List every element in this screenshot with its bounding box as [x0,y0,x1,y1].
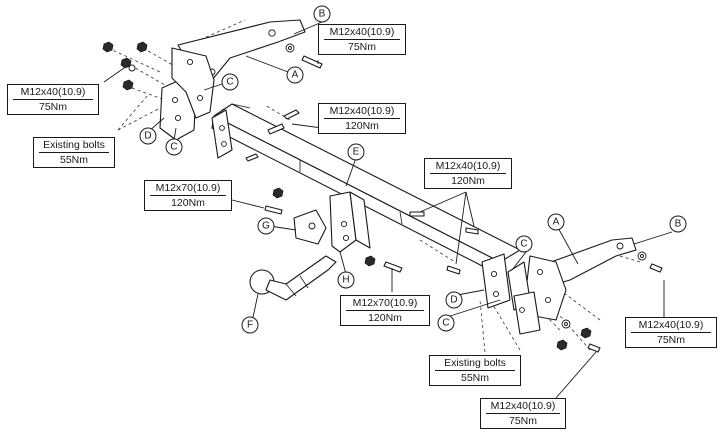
callout-label: C [520,239,527,250]
spec-bottom-bolt: M12x40(10.9) 75Nm [480,398,566,429]
torque: 75Nm [347,41,376,53]
callout-d-right: D [445,291,463,309]
callout-label: B [319,9,326,20]
callout-c-left-lower: C [165,138,183,156]
bolt [465,227,479,235]
spec-right-beam-bolt: M12x40(10.9) 120Nm [424,158,512,189]
spec-top-right-bolt: M12x40(10.9) 75Nm [318,24,406,55]
callout-label: E [353,147,360,158]
torque: 120Nm [368,312,402,324]
bolt-size: M12x70(10.9) [150,182,226,196]
nut [136,41,148,53]
bolt [587,343,601,353]
torque: 120Nm [451,175,485,187]
callout-f: F [241,316,259,334]
callout-label: C [442,318,449,329]
bolt-size: M12x40(10.9) [631,319,711,333]
callout-c-right-upper: C [515,235,533,253]
nut [364,255,376,267]
callout-h: H [337,271,355,289]
nut [122,79,134,91]
left-bracket-assembly [102,19,323,141]
callout-label: C [226,77,233,88]
main-crossbeam [211,103,521,309]
nut [580,327,592,339]
callout-e: E [347,143,365,161]
torque: 120Nm [345,120,379,132]
callout-d-left: D [139,127,157,145]
bolt-size: M12x40(10.9) [430,160,506,174]
beam-left-end-plate [211,109,233,159]
callout-label: B [675,219,682,230]
callout-c-right-lower: C [437,314,455,332]
bolt [649,263,663,273]
spec-left-existing-bolts: Existing bolts 55Nm [33,137,115,168]
torque: 75Nm [508,415,537,427]
torque: 55Nm [59,154,88,166]
bolt-size: M12x40(10.9) [324,26,400,40]
bolt-size: Existing bolts [39,139,109,153]
torque: 120Nm [171,197,205,209]
spec-right-existing-bolts: Existing bolts 55Nm [429,355,521,386]
bolt-size: M12x40(10.9) [13,86,93,100]
nut [556,339,568,351]
callout-label: D [450,295,457,306]
callout-label: A [292,70,299,81]
torque: 75Nm [38,101,67,113]
torque: 55Nm [460,372,489,384]
bolt [267,123,285,135]
right-bracket-assembly [507,237,663,353]
callout-label: C [170,142,177,153]
leader-lines [103,21,673,399]
bolt [383,261,403,273]
beam-right-end-plate [481,253,511,309]
callout-g: G [257,217,275,235]
callout-b-right: B [669,215,687,233]
nut [102,41,114,53]
spec-left-bolt: M12x40(10.9) 75Nm [7,84,99,115]
bolt-size: M12x70(10.9) [346,297,424,311]
bolt [301,55,323,69]
callout-label: H [342,275,349,286]
bolt [283,109,300,120]
bolt-size: Existing bolts [435,357,515,371]
nut [272,187,284,199]
callout-label: A [553,217,560,228]
spec-beam-bolt: M12x40(10.9) 120Nm [318,103,406,134]
callout-label: F [247,320,253,331]
left-bracket-c [171,47,215,119]
callout-label: D [144,131,151,142]
spec-ball-bolt: M12x70(10.9) 120Nm [144,180,232,211]
callout-b-top: B [313,5,331,23]
bolt-size: M12x40(10.9) [486,400,560,414]
torque: 75Nm [656,334,685,346]
spec-lower-ball-bolt: M12x70(10.9) 120Nm [340,295,430,326]
bolt [446,265,461,275]
callout-label: G [262,221,270,232]
bolt-size: M12x40(10.9) [324,105,400,119]
spec-right-bolt: M12x40(10.9) 75Nm [625,317,717,348]
callout-c-left-upper: C [221,73,239,91]
callout-a-left: A [286,66,304,84]
bolt [264,205,283,215]
tow-ball-assembly [249,187,403,301]
callout-a-right: A [547,213,565,231]
bolt [245,153,259,162]
bolt [409,211,425,217]
